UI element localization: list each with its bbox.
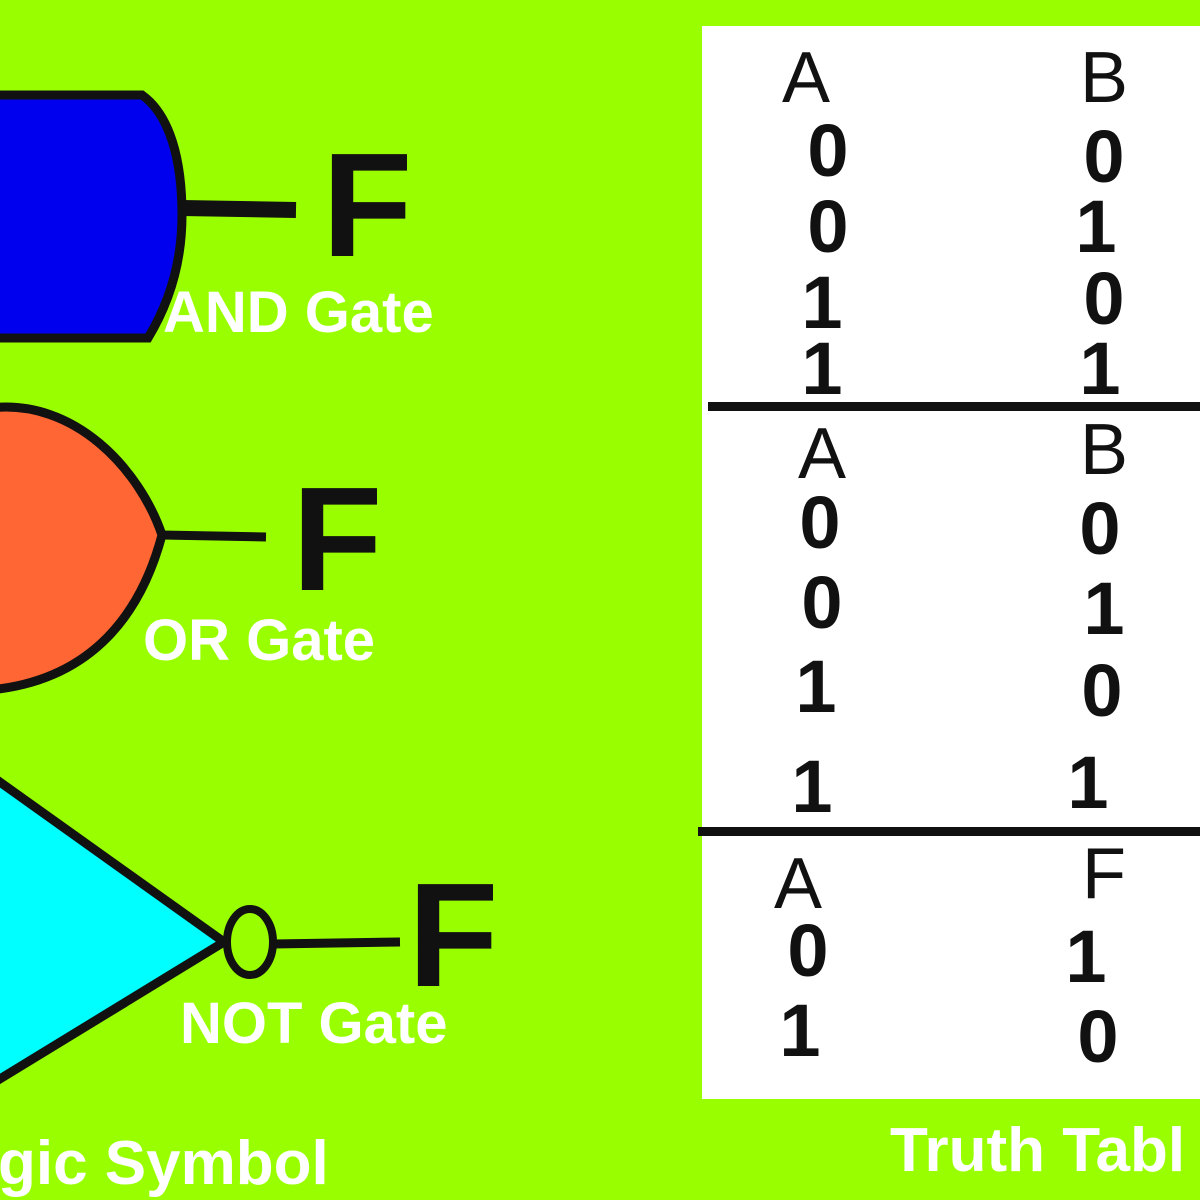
or-table-header-a: A <box>797 414 847 494</box>
or-table-cell: 0 <box>1081 649 1123 732</box>
and-table-cell: 0 <box>1083 257 1125 340</box>
or-table-cell: 0 <box>801 561 843 644</box>
and-gate-output-wire <box>181 200 297 218</box>
and-table-header-a: A <box>781 38 831 118</box>
or-table-cell: 0 <box>799 481 841 564</box>
truth-table-caption: Truth Tabl <box>890 1116 1186 1185</box>
or-table-cell: 1 <box>1083 567 1125 650</box>
table-divider <box>698 827 1200 836</box>
or-gate-output-label: F <box>292 457 383 622</box>
and-table-cell: 0 <box>1083 115 1125 198</box>
and-table-cell: 0 <box>807 109 849 192</box>
and-table-cell: 1 <box>801 261 843 344</box>
not-table-cell: 1 <box>779 989 821 1072</box>
and-table-cell: 1 <box>1075 185 1117 268</box>
and-gate-symbol <box>0 90 297 343</box>
and-table-header-b: B <box>1079 38 1129 118</box>
not-table-header-f: F <box>1082 834 1126 914</box>
not-gate-output-wire <box>272 937 401 949</box>
and-table-cell: 0 <box>807 185 849 268</box>
not-table-cell: 0 <box>787 909 829 992</box>
not-gate-symbol <box>0 776 401 1085</box>
and-gate-output-label: F <box>322 123 413 288</box>
or-table-cell: 1 <box>791 745 833 828</box>
or-table-header-b: B <box>1079 410 1129 490</box>
or-table-cell: 0 <box>1079 487 1121 570</box>
or-table-cell: 1 <box>795 645 837 728</box>
truth-table-panel: A B 0 0 0 1 1 0 1 1 A B 0 0 0 1 1 0 1 1 … <box>698 26 1200 1099</box>
or-table-cell: 1 <box>1067 741 1109 824</box>
or-gate-body <box>0 402 167 694</box>
table-divider <box>708 402 1200 411</box>
not-gate-output-label: F <box>408 853 499 1018</box>
not-table-header-a: A <box>773 844 823 924</box>
not-table-cell: 1 <box>1065 915 1107 998</box>
and-gate-body <box>0 90 187 343</box>
and-gate-label: AND Gate <box>163 280 434 345</box>
and-table-cell: 1 <box>1079 327 1121 410</box>
not-table-cell: 0 <box>1077 995 1119 1078</box>
and-table-cell: 1 <box>801 327 843 410</box>
or-gate-output-wire <box>161 530 267 542</box>
or-gate-label: OR Gate <box>143 608 376 673</box>
logic-symbol-caption: gic Symbol <box>0 1129 329 1198</box>
not-gate-body <box>0 776 233 1085</box>
or-gate-symbol <box>0 402 267 694</box>
not-gate-label: NOT Gate <box>180 991 448 1056</box>
not-gate-bubble <box>223 905 277 979</box>
